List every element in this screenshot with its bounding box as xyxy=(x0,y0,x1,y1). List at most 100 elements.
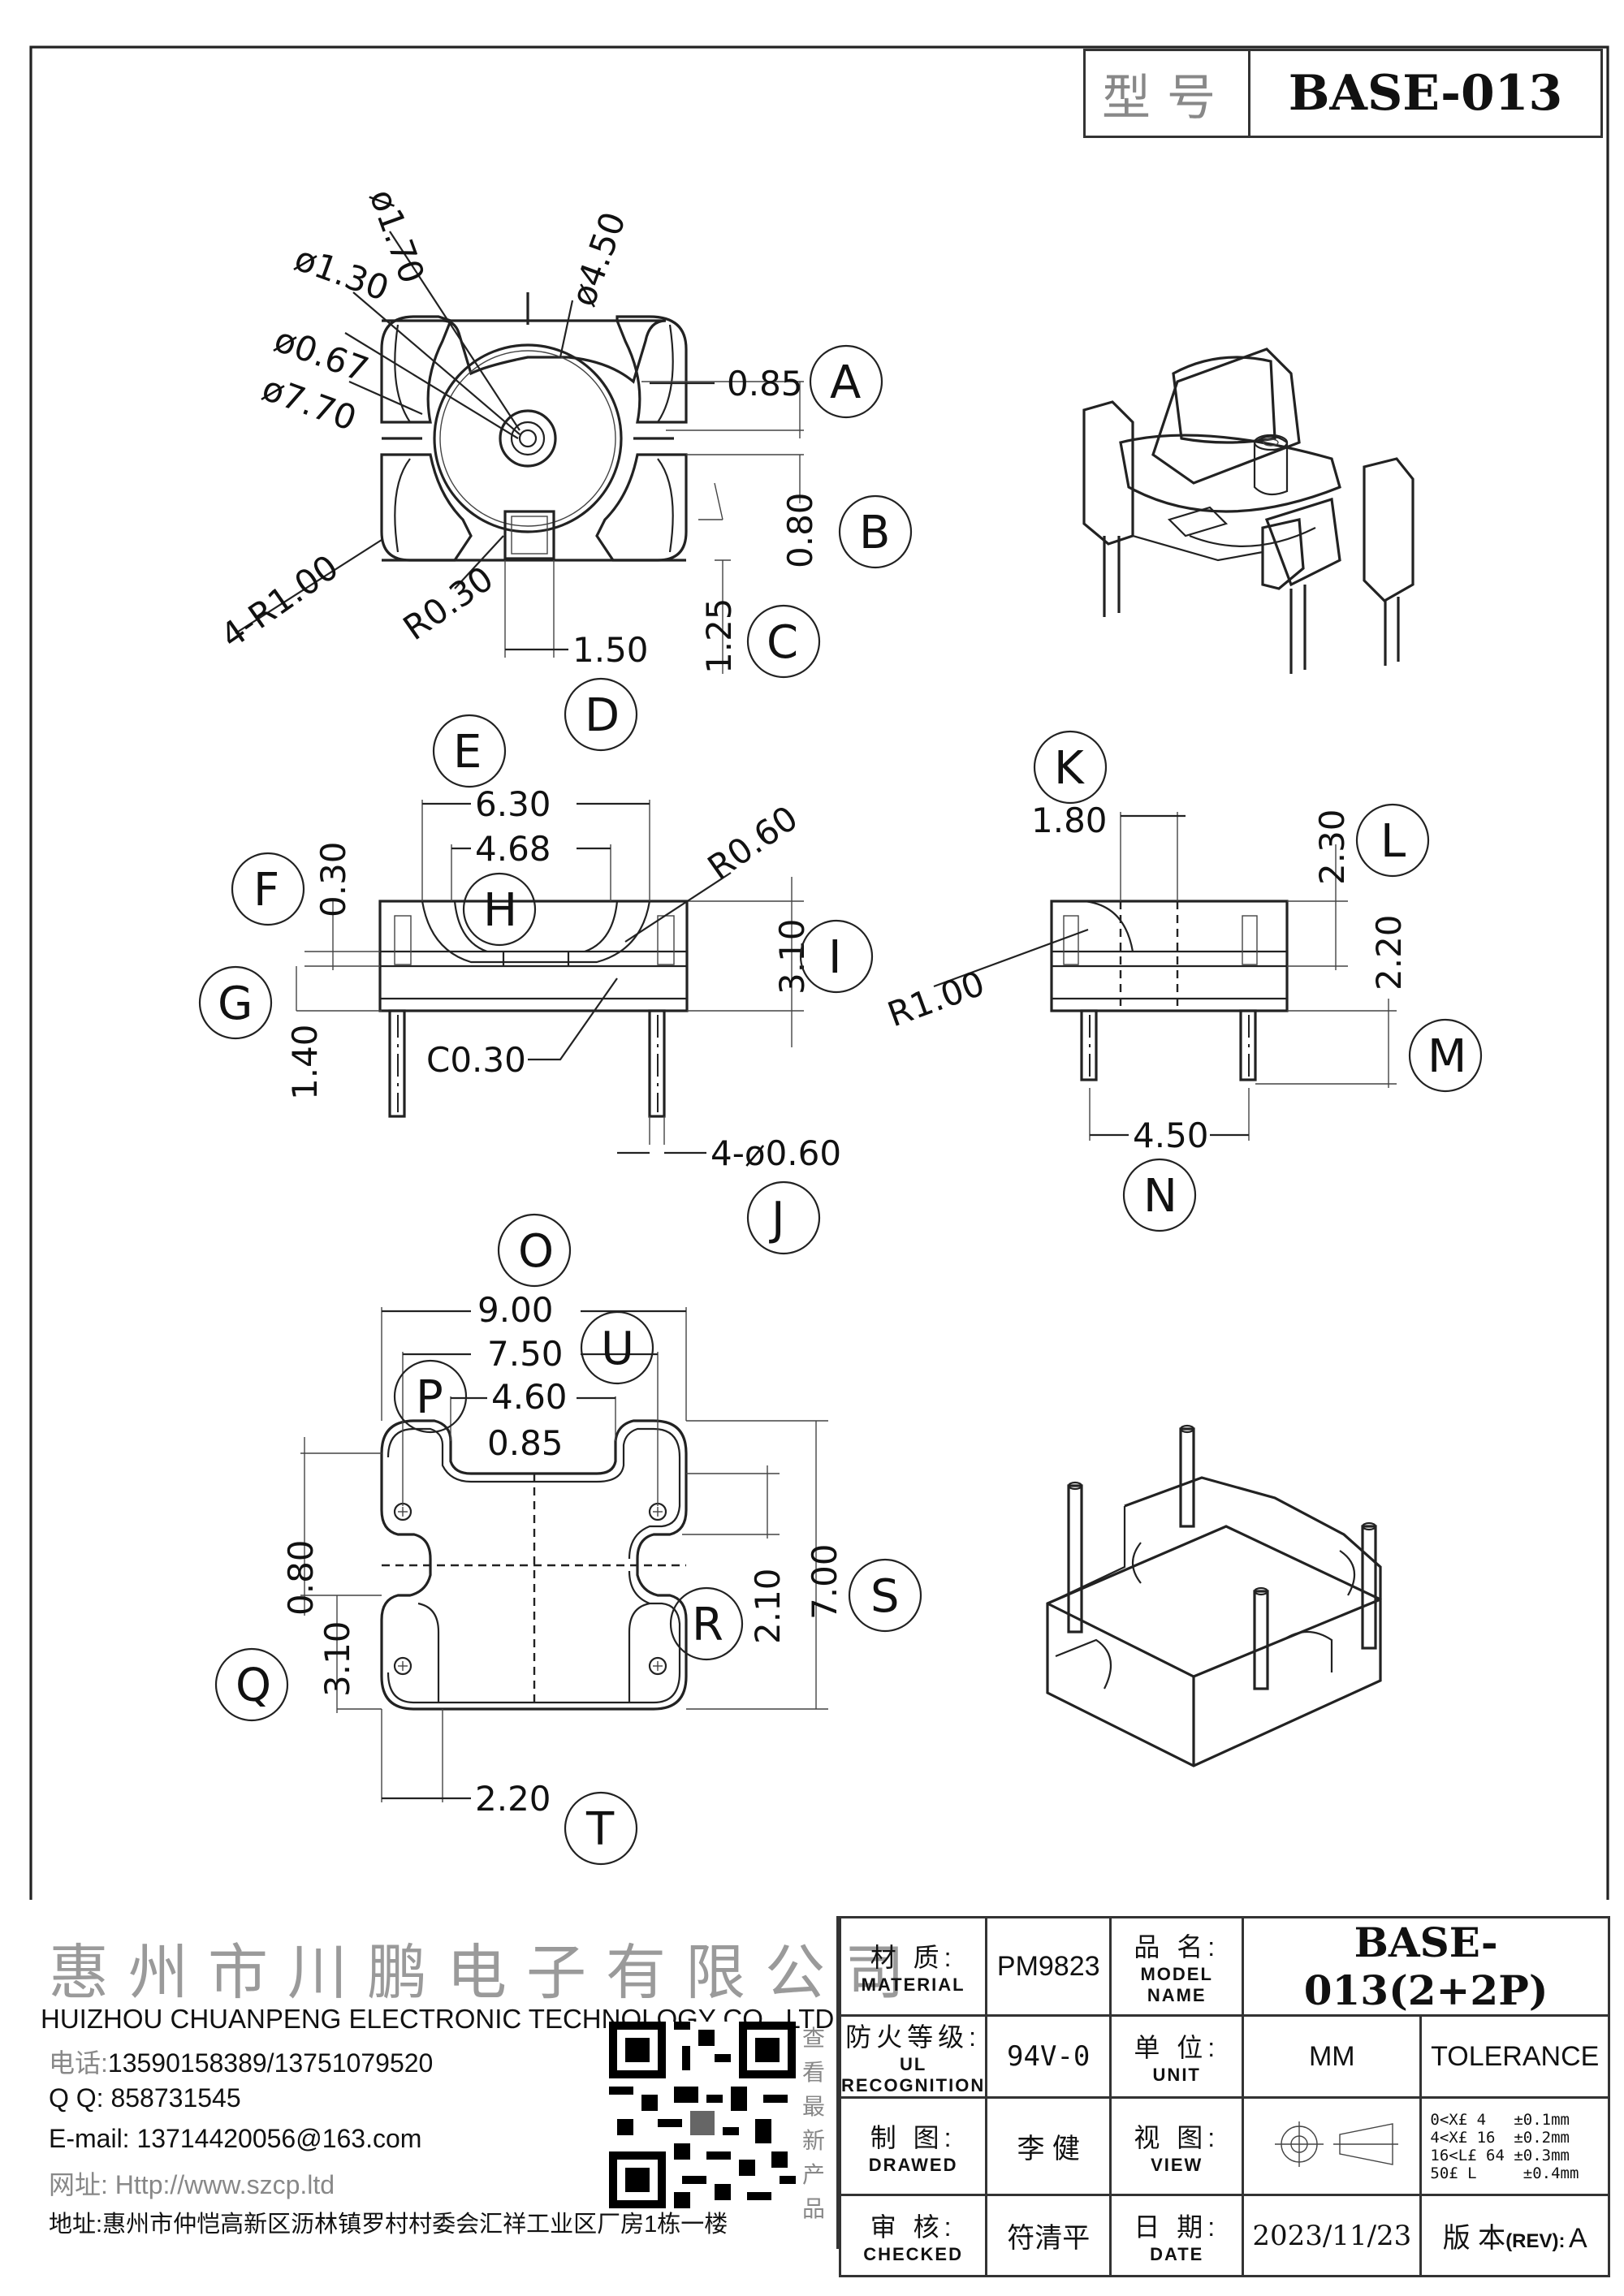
callout-m: M xyxy=(1427,1030,1466,1083)
front-view: 6.30 4.68 0.30 R0.60 3.10 1.40 C0.30 4-ø… xyxy=(285,784,841,1173)
date-label-cell: 日 期: DATE xyxy=(1109,2194,1245,2277)
callout-k: K xyxy=(1054,742,1085,795)
dim-q-3-10: 3.10 xyxy=(317,1621,357,1697)
view-label-cn: 视 图: xyxy=(1134,2122,1220,2152)
dim-o-9-00: 9.00 xyxy=(477,1290,554,1330)
callout-g: G xyxy=(218,978,253,1030)
callout-a: A xyxy=(830,356,861,409)
model-name-label-cn: 品 名: xyxy=(1134,1932,1220,1962)
company-name-cn: 惠州市川鹏电子有限公司 xyxy=(49,1938,924,2008)
tolerance-row-2: 4<X£ 16 ±0.2mm xyxy=(1430,2128,1570,2147)
projection-symbol-icon xyxy=(1242,2096,1423,2196)
dim-t-2-20: 2.20 xyxy=(475,1779,551,1819)
email-label: E-mail: xyxy=(49,2124,130,2153)
dim-d-4-50: ø4.50 xyxy=(563,207,633,312)
tolerance-row-4: 50£ L ±0.4mm xyxy=(1430,2164,1579,2182)
drawn-label-cn: 制 图: xyxy=(870,2122,957,2152)
contact-qq: Q Q: 858731545 xyxy=(49,2083,241,2113)
callout-b: B xyxy=(859,507,890,559)
callout-q: Q xyxy=(235,1659,271,1712)
technical-drawing: ø1.70 ø1.30 ø0.67 ø7.70 ø4.50 0.85 0.80 … xyxy=(29,45,1609,1900)
company-info: 惠州市川鹏电子有限公司 HUIZHOU CHUANPENG ELECTRONIC… xyxy=(32,1916,905,2249)
web-label: 网址: xyxy=(49,2170,108,2199)
material-label-cell: 材 质: MATERIAL xyxy=(838,1916,988,2017)
tolerance-row-1: 0<X£ 4 ±0.1mm xyxy=(1430,2110,1570,2129)
contact-email: E-mail: 13714420056@163.com xyxy=(49,2124,421,2154)
qq-value: 858731545 xyxy=(110,2083,241,2113)
dim-r-2-10: 2.10 xyxy=(748,1568,788,1644)
top-view: ø1.70 ø1.30 ø0.67 ø7.70 ø4.50 0.85 0.80 … xyxy=(214,184,820,674)
callout-l: L xyxy=(1380,815,1406,868)
fire-label-cn: 防火等级: xyxy=(845,2022,982,2052)
address-value: 惠州市仲恺高新区沥林镇罗村村委会汇祥工业区厂房1栋一楼 xyxy=(102,2212,728,2238)
qr-code-icon[interactable] xyxy=(609,2022,796,2208)
fire-label-en: UL RECOGNITION xyxy=(841,2054,986,2095)
address-label: 地址: xyxy=(49,2212,103,2238)
callout-p: P xyxy=(416,1371,443,1424)
web-value: Http://www.szcp.ltd xyxy=(114,2170,335,2199)
dim-d-1-30: ø1.30 xyxy=(290,238,395,309)
dim-d-1-50: 1.50 xyxy=(572,630,649,670)
unit-value: MM xyxy=(1242,2014,1423,2099)
callout-e: E xyxy=(453,726,482,779)
checked-by-value: 符清平 xyxy=(985,2194,1112,2277)
dim-q-0-80: 0.80 xyxy=(281,1539,321,1616)
dim-c-1-25: 1.25 xyxy=(699,598,739,674)
model-type-label: 型号 xyxy=(1086,51,1250,136)
tolerance-row-3: 16<L£ 64 ±0.3mm xyxy=(1430,2146,1570,2164)
date-value: 2023/11/23 xyxy=(1242,2194,1423,2277)
qr-caption: 查看最新产品 xyxy=(801,2026,825,2221)
drawing-frame xyxy=(29,45,1609,1900)
revision-cell: 版 本(REV): A xyxy=(1419,2194,1610,2277)
qq-label: Q Q: xyxy=(49,2083,104,2113)
date-label-en: DATE xyxy=(1150,2243,1204,2264)
callout-d: D xyxy=(585,689,620,742)
side-view: 1.80 2.30 2.20 R1.00 4.50 xyxy=(883,801,1409,1155)
fire-rating-value: 94V-0 xyxy=(985,2014,1112,2099)
unit-label-cell: 单 位: UNIT xyxy=(1109,2014,1245,2099)
isometric-view-top xyxy=(1082,347,1415,674)
material-value: PM9823 xyxy=(985,1916,1112,2017)
callouts-front: E F G H I J xyxy=(198,714,874,1255)
dim-b-0-80: 0.80 xyxy=(780,492,820,568)
dim-p-0-85: 0.85 xyxy=(487,1423,564,1463)
unit-label-cn: 单 位: xyxy=(1134,2033,1220,2062)
dim-u-7-50: 7.50 xyxy=(487,1334,564,1374)
callouts-top: A B C D xyxy=(564,344,913,752)
tolerance-title: TOLERANCE xyxy=(1419,2014,1610,2099)
dim-4-r1-00: 4-R1.00 xyxy=(214,547,346,657)
callout-f: F xyxy=(253,864,279,917)
dim-i-3-10: 3.10 xyxy=(772,918,812,995)
dim-p-4-60: 4.60 xyxy=(491,1377,568,1417)
dim-s-7-00: 7.00 xyxy=(805,1543,844,1620)
view-label-cell: 视 图: VIEW xyxy=(1109,2096,1245,2196)
model-name-value: BASE-013(2+2P) xyxy=(1242,1916,1610,2017)
email-value: 13714420056@163.com xyxy=(136,2124,422,2153)
callout-s: S xyxy=(870,1570,900,1623)
dim-a-0-85: 0.85 xyxy=(727,364,803,404)
revision-value: A xyxy=(1568,2223,1587,2254)
fire-rating-label-cell: 防火等级: UL RECOGNITION xyxy=(838,2014,988,2099)
phone-label: 电话: xyxy=(49,2048,108,2078)
contact-address: 地址:惠州市仲恺高新区沥林镇罗村村委会汇祥工业区厂房1栋一楼 xyxy=(49,2205,728,2239)
dim-r0-30: R0.30 xyxy=(396,559,501,649)
callout-n: N xyxy=(1143,1170,1177,1223)
model-name-label-en: MODEL NAME xyxy=(1140,1964,1213,2005)
drawn-label-en: DRAWED xyxy=(868,2154,958,2175)
dim-g-1-40: 1.40 xyxy=(285,1024,325,1100)
drawn-label-cell: 制 图: DRAWED xyxy=(838,2096,988,2196)
callout-j: J xyxy=(769,1193,785,1245)
callouts-bottom: O P Q R S T U xyxy=(214,1213,922,1866)
dim-e-6-30: 6.30 xyxy=(475,784,551,824)
callout-i: I xyxy=(828,931,842,984)
dim-r1-00: R1.00 xyxy=(883,963,990,1034)
checked-label-cell: 审 核: CHECKED xyxy=(838,2194,988,2277)
date-label-cn: 日 期: xyxy=(1134,2212,1220,2242)
contact-phone: 电话:13590158389/13751079520 xyxy=(49,2043,433,2080)
checked-label-en: CHECKED xyxy=(863,2243,963,2264)
material-label-en: MATERIAL xyxy=(861,1974,965,1995)
callout-c: C xyxy=(767,616,798,669)
material-label-cn: 材 质: xyxy=(870,1943,957,1972)
dim-n-4-50: 4.50 xyxy=(1133,1116,1209,1155)
checked-label-cn: 审 核: xyxy=(870,2212,957,2242)
